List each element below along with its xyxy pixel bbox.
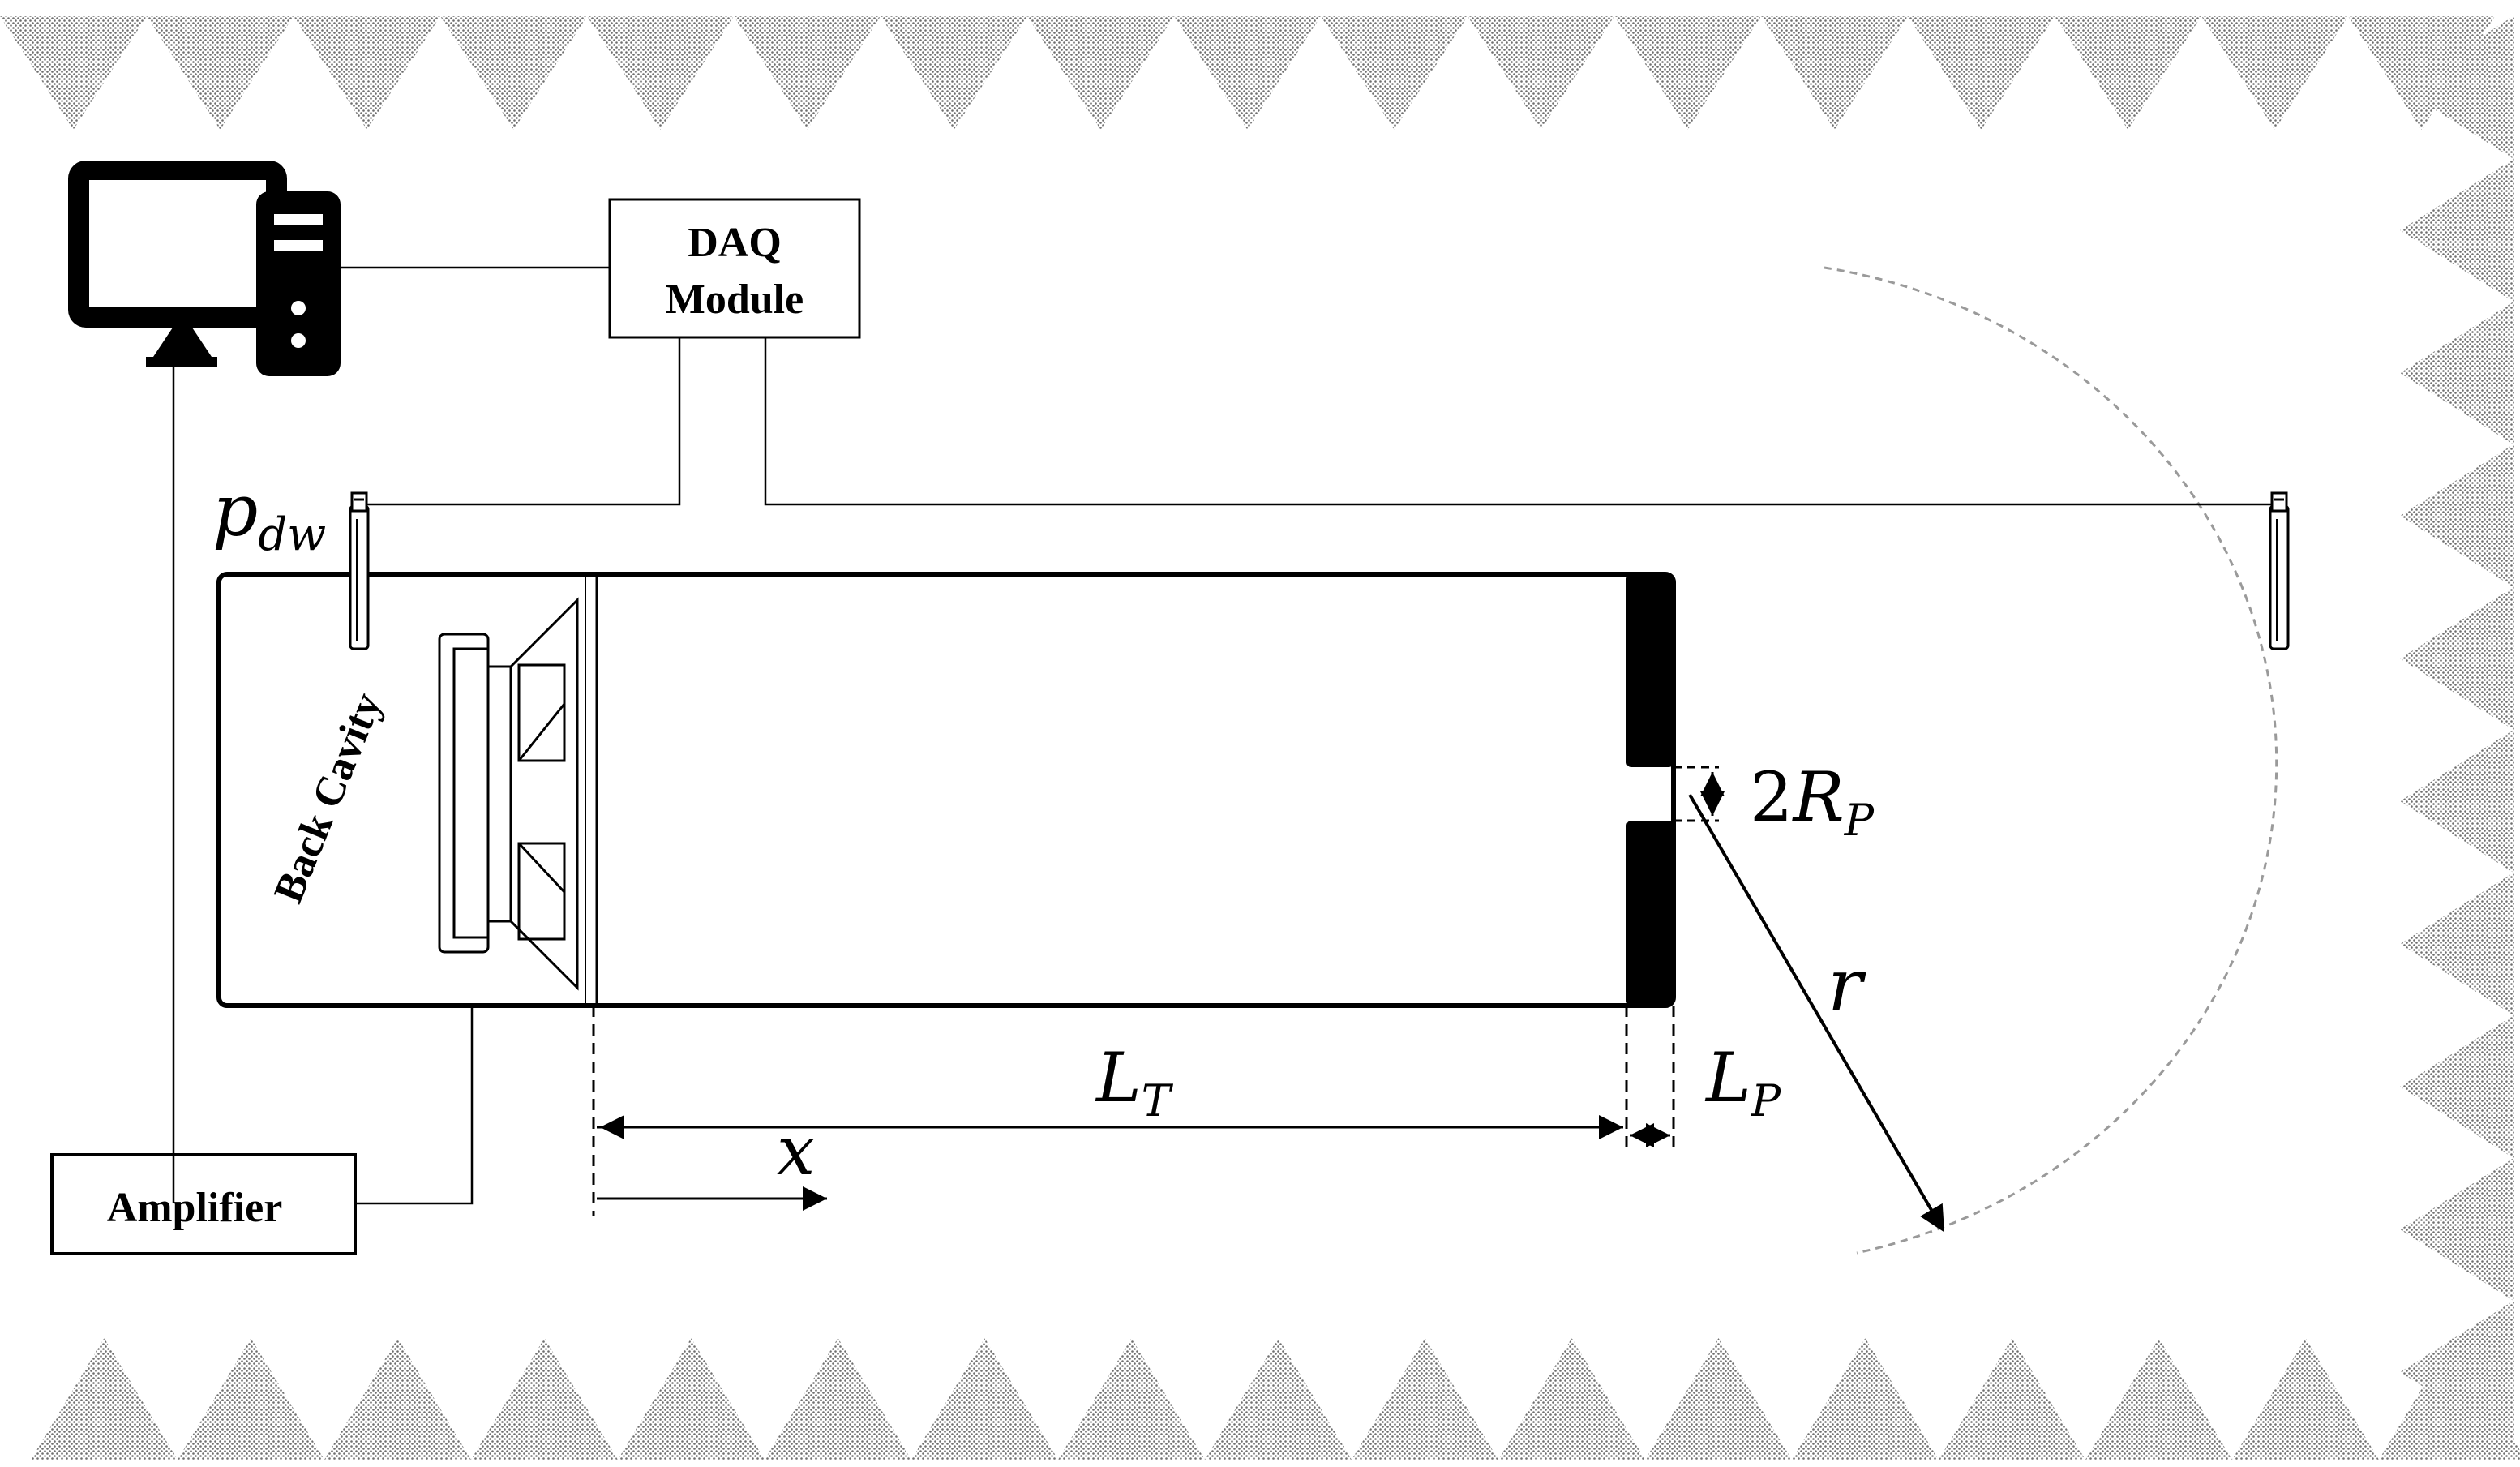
bottom-wedge bbox=[1058, 1338, 1205, 1460]
top-wedge bbox=[147, 16, 294, 130]
top-wedge bbox=[2055, 16, 2201, 130]
bottom-wedge bbox=[471, 1338, 618, 1460]
right-wedge bbox=[2400, 444, 2514, 587]
bottom-wedge bbox=[911, 1338, 1058, 1460]
loudspeaker-icon bbox=[438, 597, 579, 991]
top-wedge bbox=[1614, 16, 1761, 130]
impedance-tube bbox=[216, 572, 1676, 1008]
bottom-wedge bbox=[178, 1338, 324, 1460]
top-wedge bbox=[2348, 16, 2495, 130]
top-wedge bbox=[294, 16, 440, 130]
top-wedge bbox=[734, 16, 881, 130]
amplifier-box: Amplifier bbox=[50, 1153, 357, 1255]
right-wedge bbox=[2400, 1015, 2514, 1158]
bottom-wedge bbox=[1205, 1338, 1352, 1460]
x-label: x bbox=[777, 1111, 815, 1190]
p-dw-label: pdw bbox=[212, 469, 326, 561]
bottom-wedge bbox=[1645, 1338, 1792, 1460]
anechoic-wedges-top bbox=[0, 16, 2495, 130]
top-wedge bbox=[440, 16, 587, 130]
daq-module-box: DAQ Module bbox=[608, 198, 861, 339]
bottom-wedge bbox=[1352, 1338, 1498, 1460]
daq-label-line1: DAQ bbox=[688, 220, 782, 266]
bottom-wedge bbox=[324, 1338, 471, 1460]
top-wedge bbox=[1027, 16, 1174, 130]
wiring bbox=[172, 266, 2278, 1205]
lt-label: LT bbox=[1095, 1038, 1174, 1126]
top-wedge bbox=[1468, 16, 1614, 130]
far-field-arc bbox=[1824, 266, 2278, 1255]
amplifier-label: Amplifier bbox=[107, 1185, 283, 1231]
right-wedge bbox=[2400, 730, 2514, 873]
bottom-wedge bbox=[2232, 1338, 2379, 1460]
bottom-wedge bbox=[1939, 1338, 2085, 1460]
right-wedge bbox=[2400, 1301, 2514, 1443]
top-wedge bbox=[587, 16, 734, 130]
dimension-lines bbox=[592, 766, 1945, 1233]
right-wedge bbox=[2400, 587, 2514, 730]
microphone-far-field-icon bbox=[2269, 491, 2290, 650]
right-wedge bbox=[2400, 1158, 2514, 1301]
top-wedge bbox=[1174, 16, 1321, 130]
lp-label: LP bbox=[1704, 1038, 1782, 1126]
bottom-wedge bbox=[2085, 1338, 2232, 1460]
right-wedge bbox=[2400, 873, 2514, 1015]
bottom-wedge bbox=[765, 1338, 911, 1460]
top-wedge bbox=[881, 16, 1027, 130]
computer-icon bbox=[68, 161, 341, 376]
daq-label-line2: Module bbox=[666, 277, 804, 323]
top-wedge bbox=[1908, 16, 2055, 130]
bottom-wedge bbox=[1498, 1338, 1645, 1460]
two-rp-label: 2RP bbox=[1750, 757, 1875, 846]
bottom-wedge bbox=[618, 1338, 765, 1460]
r-label: r bbox=[1828, 943, 1866, 1028]
anechoic-wedges-right bbox=[2400, 16, 2514, 1443]
right-wedge bbox=[2400, 302, 2514, 444]
bottom-wedge bbox=[1792, 1338, 1939, 1460]
top-wedge bbox=[0, 16, 147, 130]
microphone-downstream-icon bbox=[349, 491, 370, 650]
top-wedge bbox=[1321, 16, 1468, 130]
bottom-wedge bbox=[31, 1338, 178, 1460]
top-wedge bbox=[2201, 16, 2348, 130]
right-wedge bbox=[2400, 159, 2514, 302]
perforated-plate bbox=[1626, 574, 1674, 1006]
right-wedge bbox=[2400, 16, 2514, 159]
anechoic-wedges-bottom bbox=[31, 1338, 2520, 1460]
top-wedge bbox=[1761, 16, 1908, 130]
